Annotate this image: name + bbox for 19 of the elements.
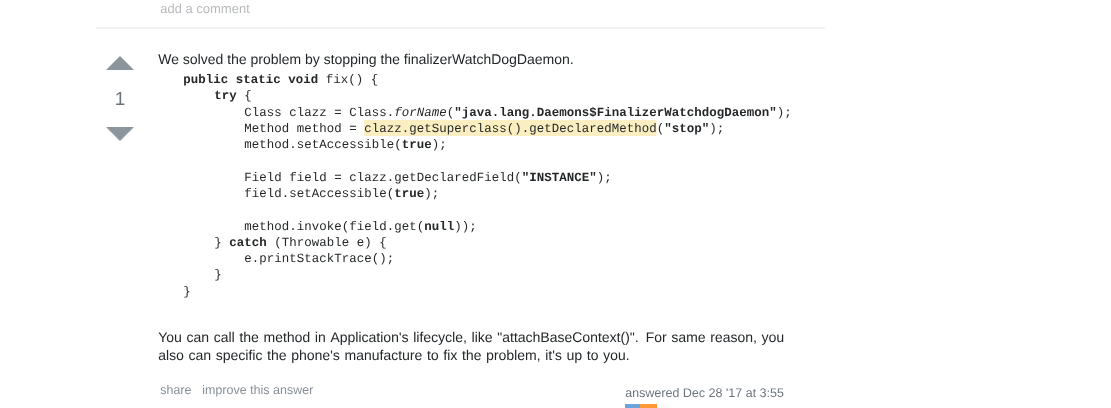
code-line: method.setAccessible(true);: [244, 138, 445, 151]
code-line: }: [215, 268, 221, 281]
answer-text: You can call the method in Application's lifecycle, like "attachBaseContext()". For same reason, you also can specific the phone's manufacture to fix the problem, it's up to you.: [158, 331, 784, 363]
code-line: }: [184, 285, 190, 298]
code-line: e.printStackTrace();: [245, 252, 392, 265]
action-link: improve this answer: [203, 384, 314, 397]
code-line: Method method = clazz.getSuperclass().getDeclaredMethod("stop");: [245, 122, 722, 135]
code-line: field.setAccessible(true);: [245, 187, 437, 200]
code-line: Class clazz = Class.forName("java.lang.Daemons$FinalizerWatchdogDaemon");: [244, 106, 790, 119]
code-line: } catch (Throwable e) {: [215, 236, 386, 249]
comment-link: add a comment: [160, 3, 250, 14]
vote-count: 1: [116, 91, 125, 105]
action-link: share: [160, 384, 191, 395]
answer-text: We solved the problem by stopping the finalizerWatchDogDaemon.: [158, 53, 573, 67]
code-line: method.invoke(field.get(null));: [244, 220, 475, 233]
answer-date: answered Dec 28 '17 at 3:55: [625, 387, 784, 398]
code-line: Field field = clazz.getDeclaredField("INSTANCE");: [245, 171, 610, 184]
code-line: public static void fix() {: [184, 73, 378, 86]
code-line: try {: [215, 89, 251, 102]
